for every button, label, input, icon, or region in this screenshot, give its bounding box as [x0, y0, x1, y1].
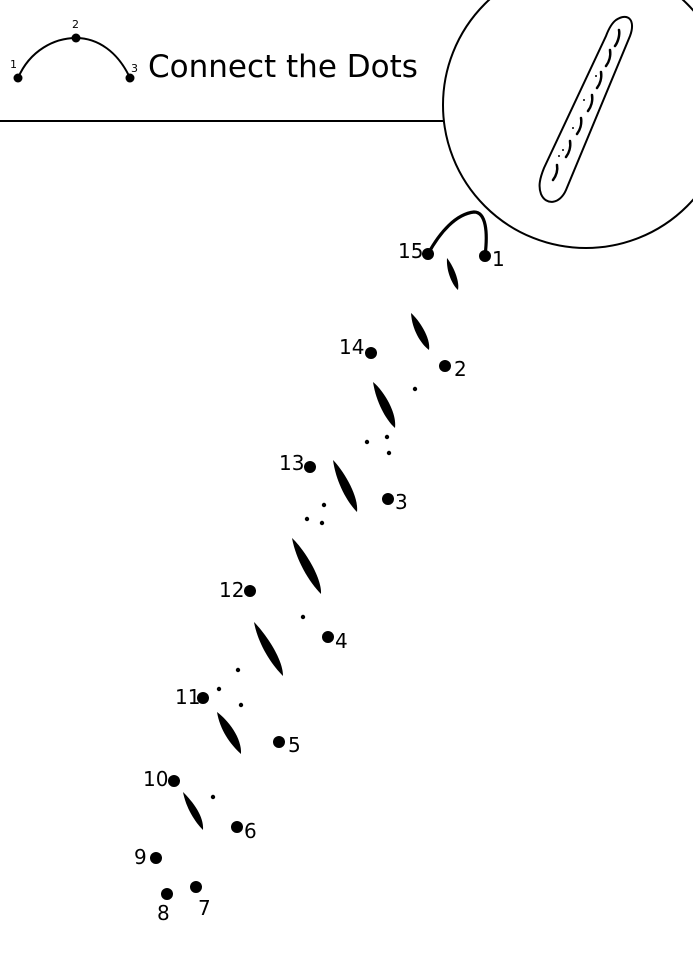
dot-6	[231, 821, 243, 833]
dot-label-9: 9	[134, 845, 147, 869]
baguette-icon	[538, 15, 634, 203]
dot-5	[273, 736, 285, 748]
dot-13	[304, 461, 316, 473]
dot-label-13: 13	[279, 451, 304, 475]
dot-label-2: 2	[454, 357, 467, 381]
baguette-tip-line	[426, 210, 488, 258]
example-label-1: 1	[10, 58, 17, 71]
dot-label-6: 6	[244, 819, 257, 843]
dot-label-5: 5	[288, 733, 301, 757]
dot-8	[161, 888, 173, 900]
dot-9	[150, 852, 162, 864]
dot-label-11: 11	[175, 685, 200, 709]
page-title: Connect the Dots	[148, 49, 418, 85]
example-connect-dots: 1 2 3	[10, 18, 138, 83]
dot-3	[382, 493, 394, 505]
example-dot-2	[71, 33, 81, 43]
example-arc	[17, 36, 131, 79]
dot-label-12: 12	[219, 578, 244, 602]
dot-label-14: 14	[339, 335, 364, 359]
baguette-score-marks	[183, 258, 459, 830]
dot-4	[322, 631, 334, 643]
preview-circle	[442, 0, 693, 249]
example-label-2: 2	[72, 18, 79, 31]
baguette-specks	[210, 386, 418, 800]
dot-12	[244, 585, 256, 597]
example-dot-1	[13, 73, 23, 83]
puzzle-dots: 1 2 3 4 5 6 7 8 9 10 11 12 13 14 15	[134, 239, 505, 925]
dot-label-10: 10	[143, 767, 168, 791]
dot-7	[190, 881, 202, 893]
dot-label-1: 1	[492, 247, 505, 271]
dot-label-15: 15	[398, 239, 423, 263]
dot-14	[365, 347, 377, 359]
dot-15	[422, 248, 434, 260]
dot-label-3: 3	[395, 490, 408, 514]
example-dot-3	[125, 73, 135, 83]
example-label-3: 3	[131, 62, 138, 75]
dot-label-8: 8	[157, 901, 170, 925]
dot-2	[439, 360, 451, 372]
dot-label-4: 4	[335, 629, 348, 653]
dot-1	[479, 250, 491, 262]
dot-label-7: 7	[198, 896, 211, 920]
dot-10	[168, 775, 180, 787]
dot-11	[197, 692, 209, 704]
